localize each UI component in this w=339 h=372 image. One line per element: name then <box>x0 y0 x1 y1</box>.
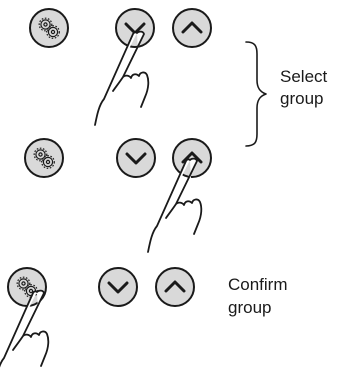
chevron-up-icon <box>171 7 213 49</box>
step-2-row <box>24 137 213 253</box>
gear-icon <box>29 8 69 48</box>
step-3-row <box>0 266 196 372</box>
chevron-down-icon <box>114 7 156 49</box>
chevron-up-icon <box>154 266 196 308</box>
select-label-line2: group <box>280 89 323 108</box>
confirm-label-line2: group <box>228 298 271 317</box>
confirm-label-line1: Confirm <box>228 275 288 294</box>
chevron-down-icon <box>115 137 157 179</box>
select-label-line1: Select <box>280 67 328 86</box>
gear-icon <box>24 138 64 178</box>
chevron-down-icon <box>97 266 139 308</box>
step-1-row <box>29 7 213 126</box>
curly-brace-icon <box>245 41 267 147</box>
